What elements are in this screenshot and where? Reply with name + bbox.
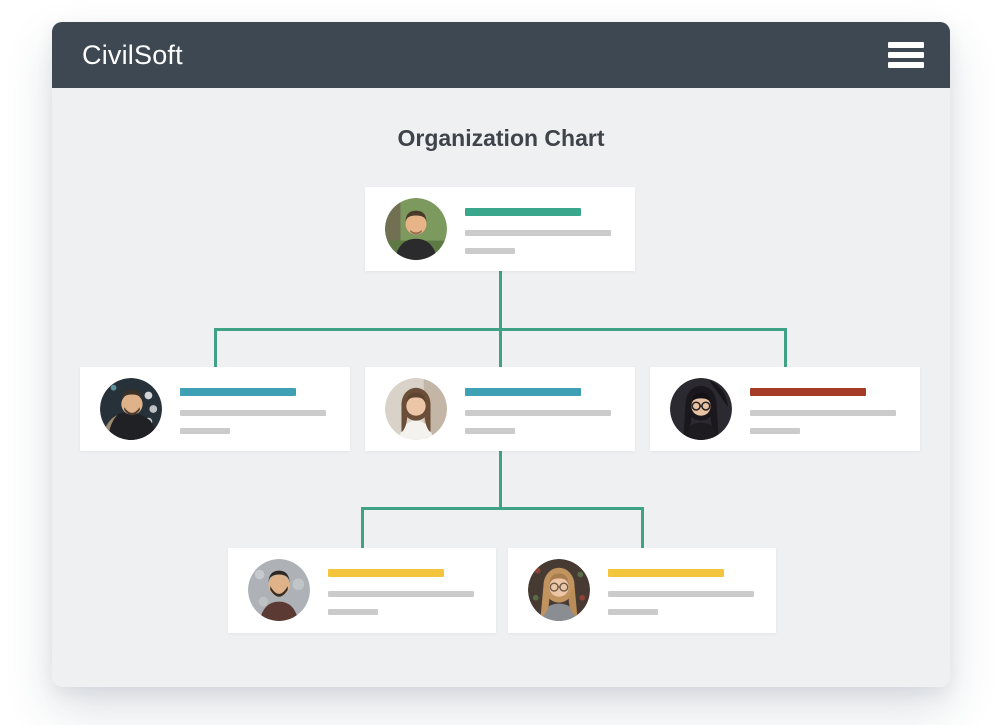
- title-placeholder-bar: [465, 410, 611, 416]
- hamburger-bar: [888, 42, 924, 48]
- meta-placeholder-bar: [750, 428, 800, 434]
- avatar: [528, 559, 590, 621]
- title-placeholder-bar: [465, 230, 611, 236]
- title-placeholder-bar: [328, 591, 474, 597]
- hamburger-bar: [888, 52, 924, 58]
- connector-line: [640, 507, 644, 549]
- avatar: [670, 378, 732, 440]
- meta-placeholder-bar: [465, 428, 515, 434]
- page-title: Organization Chart: [397, 125, 605, 151]
- meta-placeholder-bar: [465, 248, 515, 254]
- org-card-manager-left[interactable]: [80, 367, 350, 451]
- meta-placeholder-bar: [180, 428, 230, 434]
- org-card-manager-right[interactable]: [650, 367, 920, 451]
- org-chart-panel: CivilSoft Organization Chart: [52, 22, 950, 687]
- meta-placeholder-bar: [328, 609, 378, 615]
- name-placeholder-bar: [328, 569, 444, 577]
- avatar: [385, 198, 447, 260]
- connector-line: [498, 271, 502, 328]
- org-card-ceo[interactable]: [365, 187, 635, 271]
- org-card-employee-left[interactable]: [228, 548, 496, 633]
- org-card-manager-center[interactable]: [365, 367, 635, 451]
- name-placeholder-bar: [750, 388, 866, 396]
- avatar: [248, 559, 310, 621]
- brand-logo: CivilSoft: [82, 39, 183, 70]
- title-placeholder-bar: [750, 410, 896, 416]
- app-header: CivilSoft: [52, 22, 950, 88]
- name-placeholder-bar: [608, 569, 724, 577]
- connector-line: [213, 328, 217, 368]
- title-placeholder-bar: [180, 410, 326, 416]
- connector-line: [360, 507, 364, 549]
- hamburger-menu-icon[interactable]: [888, 40, 924, 70]
- connector-line: [498, 328, 502, 368]
- avatar: [385, 378, 447, 440]
- connector-line: [360, 507, 644, 510]
- name-placeholder-bar: [465, 388, 581, 396]
- name-placeholder-bar: [180, 388, 296, 396]
- avatar: [100, 378, 162, 440]
- org-card-employee-right[interactable]: [508, 548, 776, 633]
- title-placeholder-bar: [608, 591, 754, 597]
- meta-placeholder-bar: [608, 609, 658, 615]
- connector-line: [783, 328, 787, 368]
- hamburger-bar: [888, 62, 924, 68]
- name-placeholder-bar: [465, 208, 581, 216]
- connector-line: [498, 451, 502, 507]
